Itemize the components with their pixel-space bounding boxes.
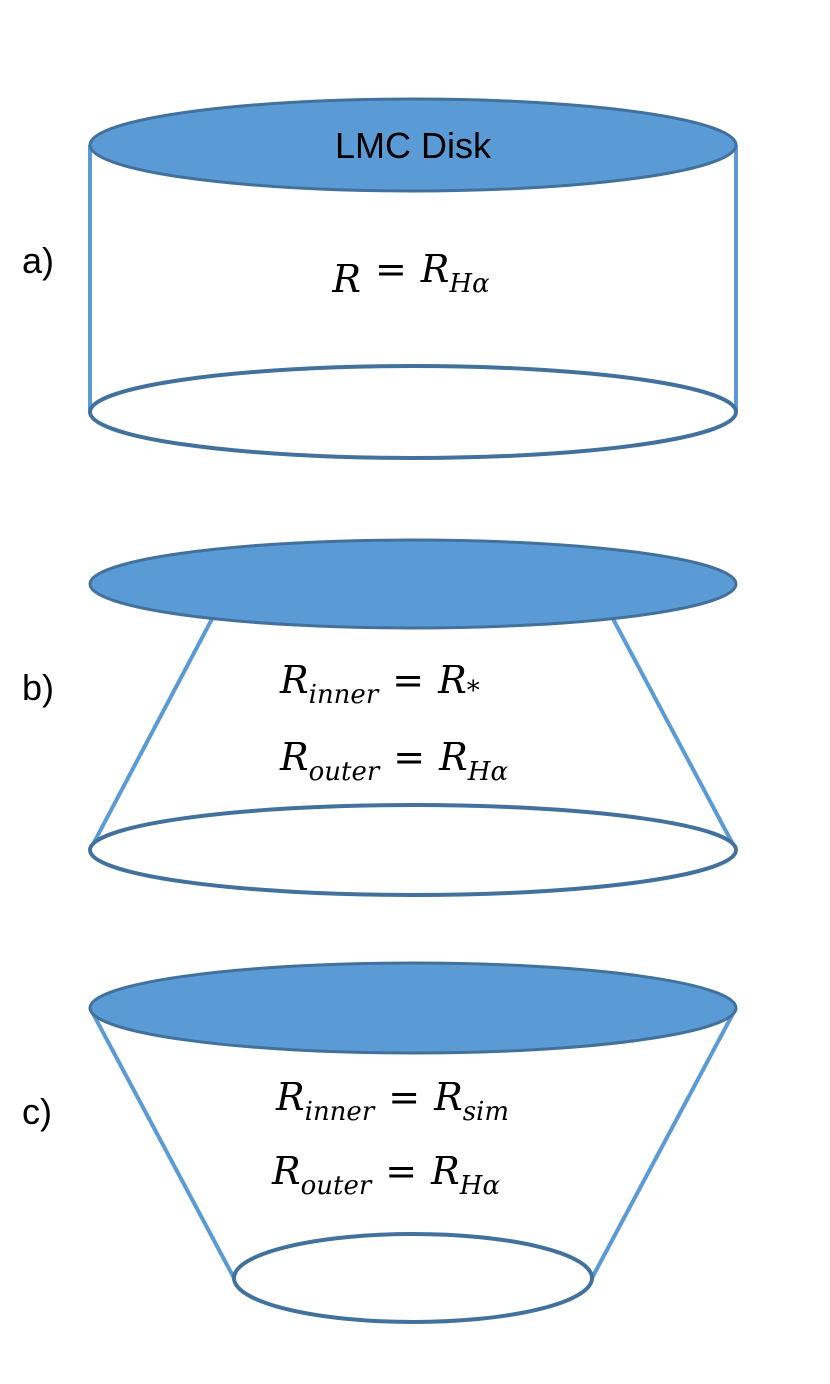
frustum-b-top-disk xyxy=(88,538,738,630)
eq-a-rhs-sub: Hα xyxy=(448,269,490,299)
eq-c1-lhs-sub: inner xyxy=(305,1097,376,1127)
eq-b1-op: = xyxy=(392,658,424,702)
frustum-b-left-side xyxy=(88,616,215,851)
frustum-b-right-side xyxy=(610,616,738,851)
eq-b1-lhs: R xyxy=(279,658,309,702)
panel-c-equation-outer: Router=RHα xyxy=(271,1149,500,1201)
eq-b1-lhs-sub: inner xyxy=(309,680,380,710)
eq-b1-rhs: R xyxy=(437,658,467,702)
panel-b-equation-inner: Rinner=R* xyxy=(279,658,480,710)
eq-b2-rhs: R xyxy=(438,735,468,779)
eq-a-lhs: R xyxy=(331,257,361,301)
eq-b2-op: = xyxy=(393,735,425,779)
panel-a-label: a) xyxy=(22,240,54,281)
frustum-c-right-side xyxy=(590,1007,738,1279)
eq-c2-op: = xyxy=(385,1149,417,1193)
frustum-c-left-side xyxy=(88,1007,236,1279)
panel-a: a) LMC Disk R=RHα xyxy=(22,97,738,460)
frustum-c-top-disk xyxy=(88,961,738,1055)
eq-b1-rhs-sub: * xyxy=(467,676,480,706)
cylinder-bottom-ellipse xyxy=(88,364,738,460)
eq-c1-rhs: R xyxy=(433,1075,463,1119)
panel-b-label: b) xyxy=(22,667,54,708)
eq-b2-lhs: R xyxy=(279,735,309,779)
eq-c2-rhs: R xyxy=(430,1149,460,1193)
eq-c2-lhs-sub: outer xyxy=(301,1171,373,1201)
panel-c-label: c) xyxy=(22,1091,52,1132)
lmc-disk-top xyxy=(88,97,738,193)
eq-c1-rhs-sub: sim xyxy=(463,1097,509,1127)
panel-a-equation: R=RHα xyxy=(331,247,490,301)
eq-c1-op: = xyxy=(388,1075,420,1119)
frustum-b-bottom-ellipse xyxy=(88,803,738,897)
panel-b: b) Rinner=R* Router=RHα xyxy=(22,538,738,897)
eq-a-op: = xyxy=(375,247,407,291)
eq-a-rhs: R xyxy=(420,247,450,291)
panel-c: c) Rinner=Rsim Router=RHα xyxy=(22,961,738,1324)
panel-b-equation-outer: Router=RHα xyxy=(279,735,508,787)
frustum-c-bottom-ellipse xyxy=(232,1232,594,1324)
eq-c1-lhs: R xyxy=(275,1075,305,1119)
eq-c2-lhs: R xyxy=(271,1149,301,1193)
eq-c2-rhs-sub: Hα xyxy=(459,1171,501,1201)
eq-b2-rhs-sub: Hα xyxy=(467,757,509,787)
eq-b2-lhs-sub: outer xyxy=(309,757,381,787)
lmc-disk-label: LMC Disk xyxy=(335,125,492,166)
panel-c-equation-inner: Rinner = Rsim xyxy=(275,1075,509,1127)
